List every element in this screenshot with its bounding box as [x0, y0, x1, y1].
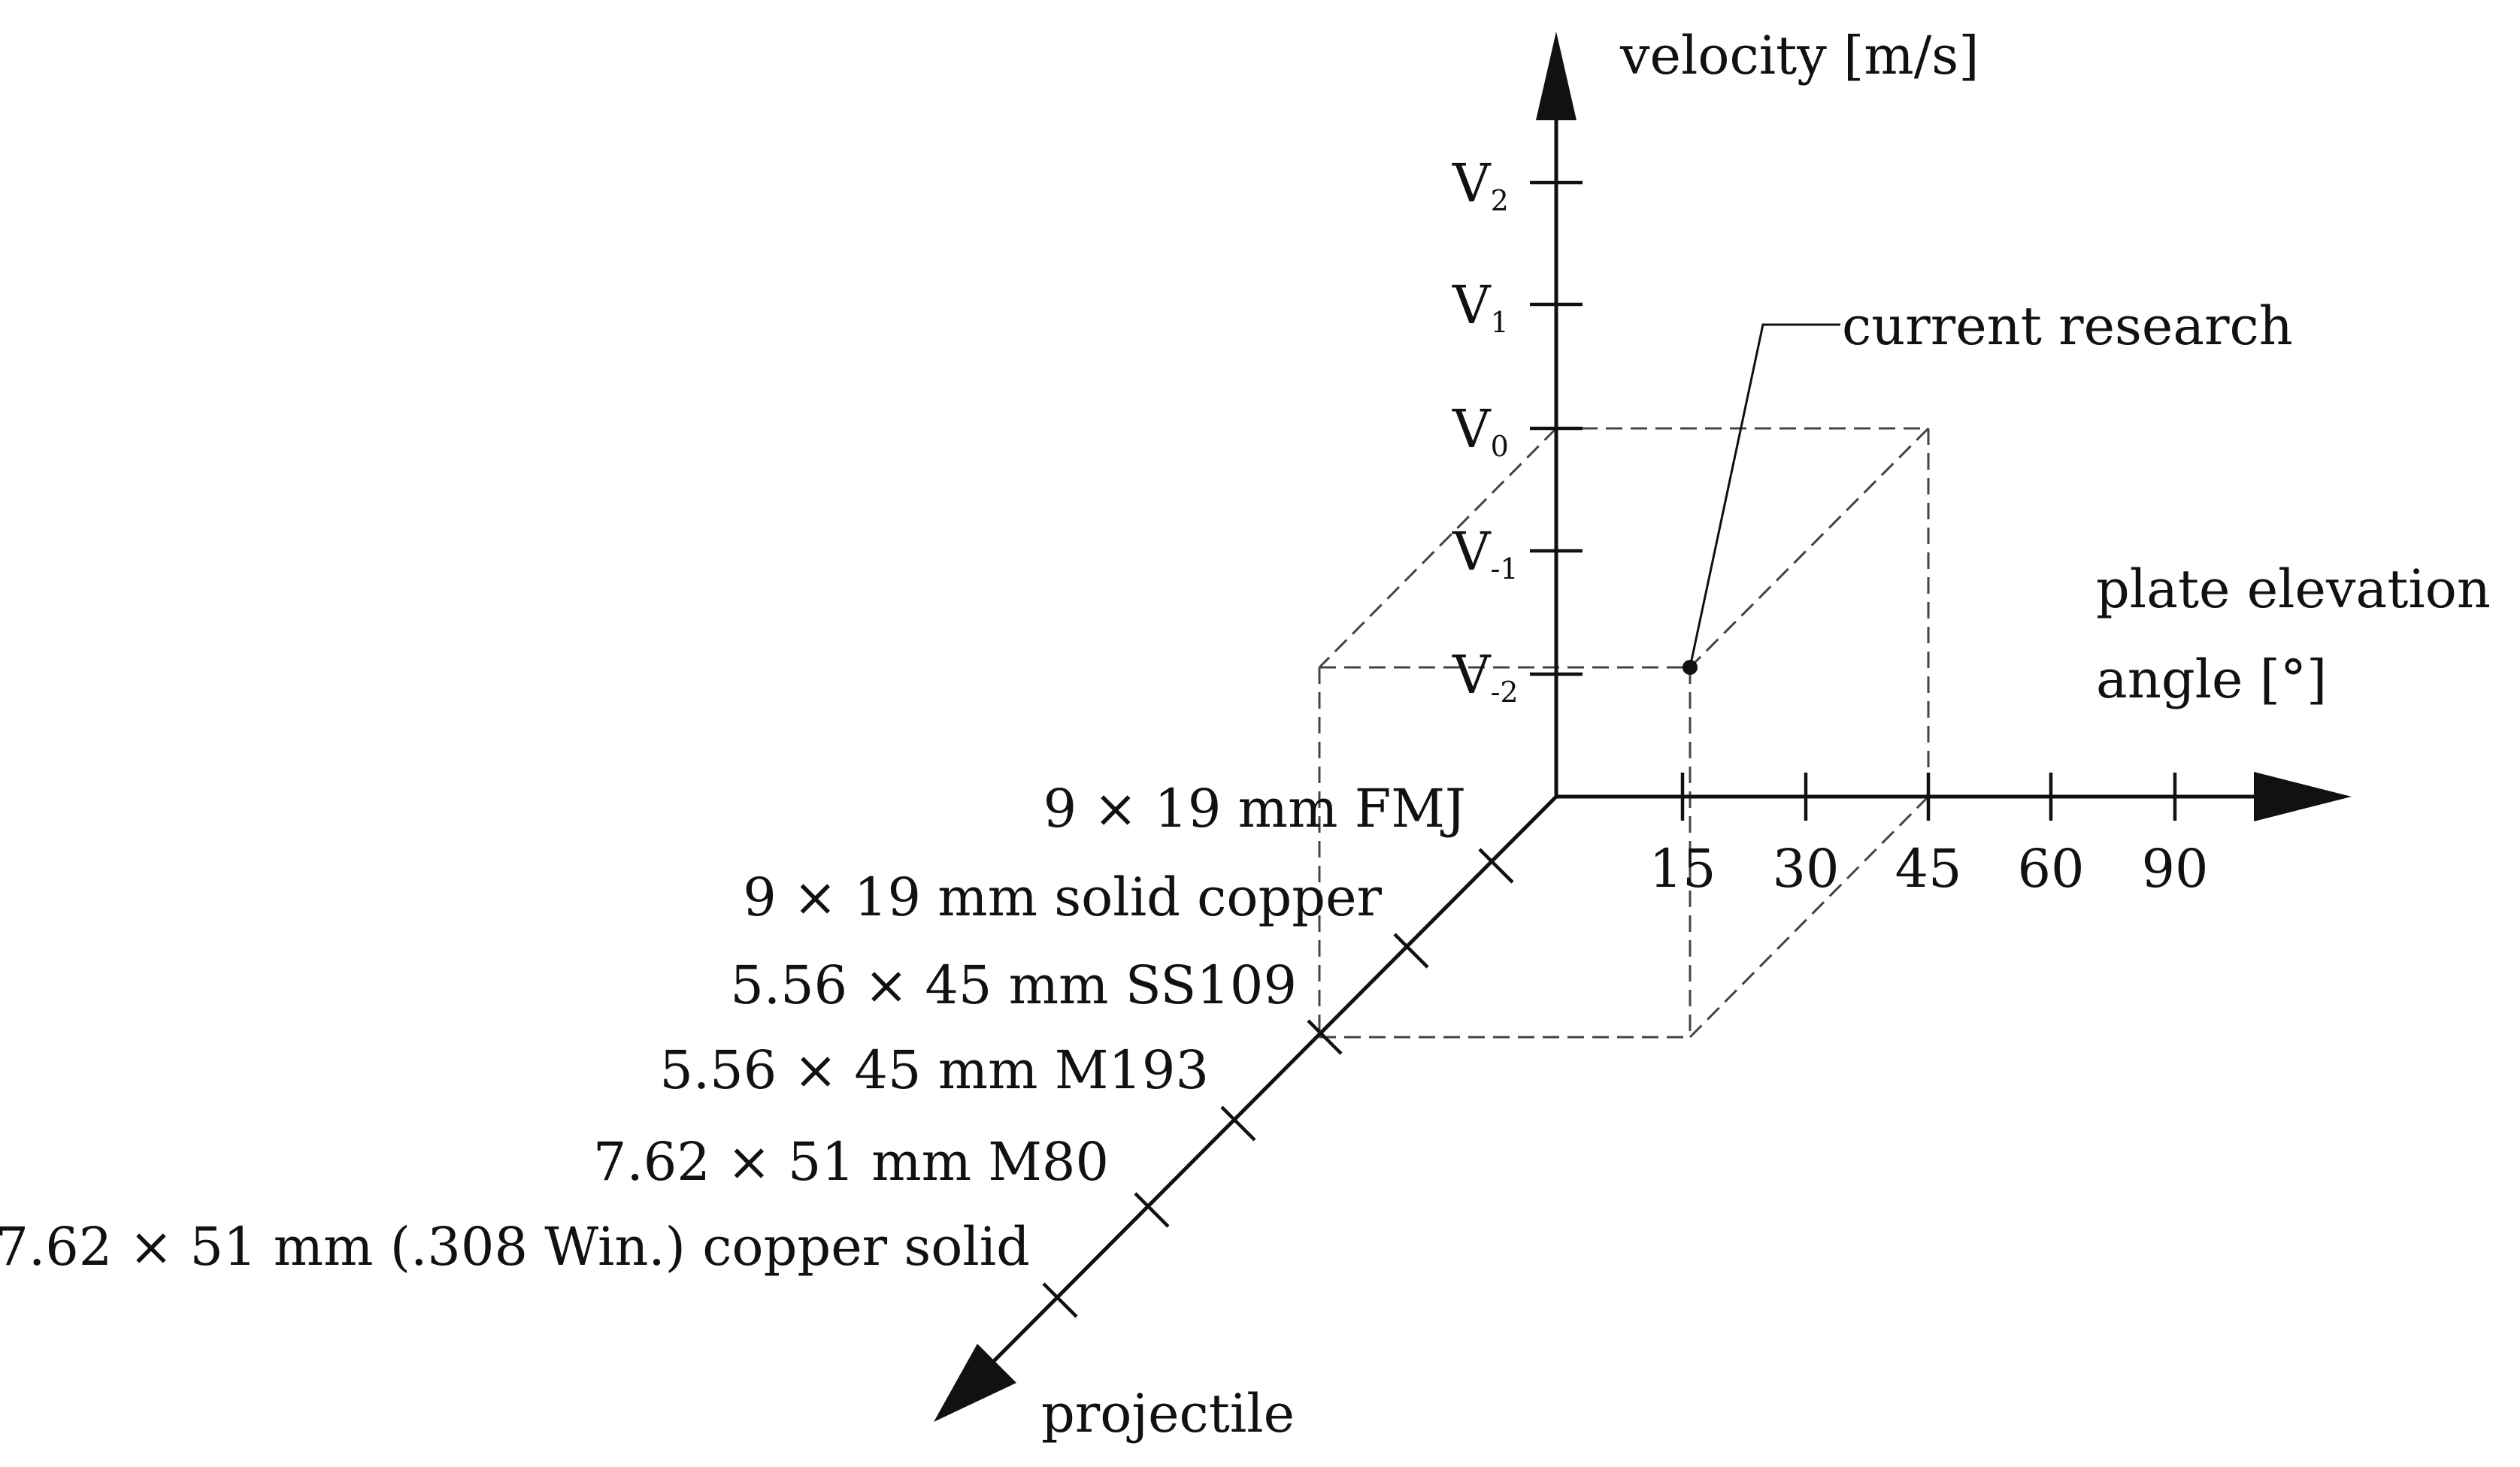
angle-tick-label: 15: [1649, 838, 1716, 900]
velocity-tick-label: V2: [1452, 153, 1509, 217]
research-box: [1318, 427, 1930, 1039]
projectile-tick-mark: [1307, 1019, 1343, 1055]
projectile-tick-label: 7.62 × 51 mm (.308 Win.) copper solid: [0, 1216, 1030, 1278]
projectile-axis-label: projectile: [1041, 1383, 1295, 1444]
angle-tick-label: 90: [2141, 838, 2208, 900]
projectile-tick-label: 9 × 19 mm solid copper: [743, 867, 1382, 928]
angle-axis: plate elevation angle [°]: [1556, 558, 2491, 821]
angle-tick-label: 30: [1772, 838, 1839, 900]
projectile-tick-label: 7.62 × 51 mm M80: [593, 1131, 1109, 1193]
annotation-leader-line: [1689, 323, 1840, 668]
velocity-axis: velocity [m/s]: [1536, 25, 1979, 797]
velocity-tick-label: V1: [1452, 274, 1509, 339]
angle-axis-label-line2: angle [°]: [2096, 649, 2327, 710]
velocity-tick-label: V-2: [1452, 644, 1519, 709]
projectile-axis: projectile: [934, 795, 1558, 1444]
velocity-tick-label: V-1: [1452, 521, 1519, 585]
projectile-tick-label: 5.56 × 45 mm M193: [659, 1039, 1209, 1101]
velocity-axis-label: velocity [m/s]: [1619, 25, 1979, 86]
angle-tick-label: 60: [2017, 838, 2084, 900]
projectile-arrowhead: [934, 1344, 1016, 1422]
projectile-ticks: 9 × 19 mm FMJ 9 × 19 mm solid copper 5.56 …: [0, 778, 1514, 1318]
velocity-arrowhead: [1536, 32, 1577, 120]
angle-ticks: 15 30 45 60 90: [1649, 773, 2209, 900]
current-research-label: current research: [1842, 295, 2293, 357]
projectile-tick-mark: [1478, 848, 1514, 884]
current-research-point: [1683, 660, 1698, 675]
velocity-tick-label: V0: [1452, 398, 1509, 463]
angle-axis-label-line1: plate elevation: [2096, 558, 2491, 620]
projectile-tick-mark: [1393, 933, 1429, 969]
projectile-tick-mark: [1134, 1192, 1170, 1228]
projectile-tick-label: 9 × 19 mm FMJ: [1043, 778, 1466, 839]
current-research-annotation: current research: [1683, 295, 2293, 675]
angle-tick-label: 45: [1895, 838, 1961, 900]
projectile-tick-label: 5.56 × 45 mm SS109: [730, 954, 1297, 1016]
angle-arrowhead: [2254, 772, 2352, 821]
projectile-tick-mark: [1042, 1282, 1078, 1318]
projectile-tick-mark: [1220, 1106, 1256, 1142]
